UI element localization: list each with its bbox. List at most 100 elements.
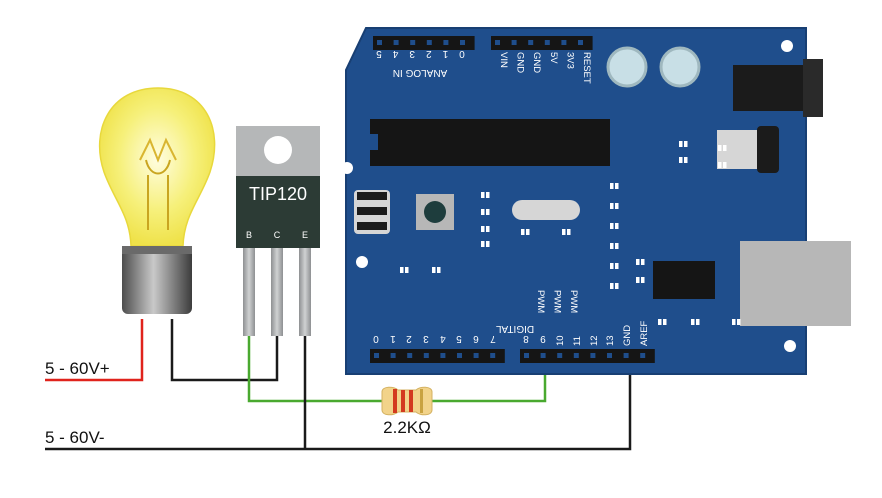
smd-component bbox=[562, 229, 566, 235]
digital-pin-label: 7 bbox=[490, 333, 496, 344]
transistor-leg-collector bbox=[271, 248, 283, 336]
smd-component bbox=[610, 183, 614, 189]
header-pin[interactable] bbox=[423, 353, 429, 358]
digital-pin-label: 11 bbox=[572, 336, 583, 346]
transistor-body bbox=[236, 176, 320, 248]
header-pin[interactable] bbox=[460, 40, 465, 45]
header-pin[interactable] bbox=[407, 353, 413, 358]
power-pin-label: GND bbox=[531, 52, 542, 73]
header-pin[interactable] bbox=[393, 40, 399, 45]
header-pin[interactable] bbox=[473, 353, 479, 358]
smd-component bbox=[684, 141, 688, 147]
resistor-band-2 bbox=[401, 390, 405, 412]
resistor-icon bbox=[381, 386, 433, 416]
digital-pin-label: 6 bbox=[473, 333, 479, 344]
smd-component bbox=[486, 192, 490, 198]
transistor-leg-base bbox=[243, 248, 255, 336]
header-pin[interactable] bbox=[490, 353, 496, 358]
smd-component bbox=[615, 203, 619, 209]
power-pin-label: VIN bbox=[498, 52, 509, 68]
header-pin[interactable] bbox=[426, 40, 432, 45]
header-pin[interactable] bbox=[561, 40, 567, 45]
digital-pin-label: AREF bbox=[639, 320, 650, 346]
digital-pin-label: 2 bbox=[406, 333, 412, 344]
resistor-band-4 bbox=[420, 389, 423, 413]
usb-connector[interactable] bbox=[740, 241, 851, 326]
pwm-label: PWM bbox=[568, 290, 579, 313]
header-pin[interactable] bbox=[623, 353, 629, 358]
pwm-label: PWM bbox=[552, 290, 563, 313]
transistor-pin-label: C bbox=[274, 230, 281, 240]
wire-base-to-resistor[interactable] bbox=[247, 336, 382, 403]
smd-component bbox=[405, 267, 409, 273]
power-pin-label: 3V3 bbox=[564, 52, 575, 69]
header-pin[interactable] bbox=[410, 40, 416, 45]
smd-component bbox=[641, 259, 645, 265]
analog-header bbox=[373, 36, 475, 50]
capacitor-1 bbox=[606, 46, 648, 88]
wire-bulb-to-collector[interactable] bbox=[170, 319, 279, 382]
header-pin[interactable] bbox=[640, 353, 646, 358]
transistor-mounting-hole bbox=[264, 136, 292, 164]
smd-component bbox=[615, 183, 619, 189]
digital-pin-label: GND bbox=[622, 325, 633, 346]
wire-negative[interactable] bbox=[45, 356, 632, 451]
header-pin[interactable] bbox=[590, 353, 596, 358]
transistor-icon bbox=[236, 126, 320, 336]
header-pin[interactable] bbox=[573, 353, 579, 358]
analog-pin-label: 3 bbox=[409, 48, 415, 59]
header-pin[interactable] bbox=[540, 353, 546, 358]
header-pin[interactable] bbox=[557, 353, 563, 358]
crystal-oscillator bbox=[512, 200, 580, 220]
smd-component bbox=[486, 226, 490, 232]
resistor-label: 2.2KΩ bbox=[383, 418, 431, 437]
smd-component bbox=[732, 319, 736, 325]
header-pin[interactable] bbox=[377, 40, 382, 45]
smd-component bbox=[610, 223, 614, 229]
transistor-pin-label: E bbox=[302, 230, 308, 240]
analog-pin-label: 2 bbox=[426, 48, 432, 59]
pwm-label: PWM bbox=[535, 290, 546, 313]
digital-pin-label: 13 bbox=[605, 335, 616, 346]
header-pin[interactable] bbox=[511, 40, 517, 45]
digital-header-high bbox=[520, 349, 655, 363]
smd-component bbox=[481, 192, 485, 198]
header-pin[interactable] bbox=[544, 40, 550, 45]
smd-component bbox=[679, 157, 683, 163]
digital-pin-label: 0 bbox=[373, 333, 379, 344]
header-pin[interactable] bbox=[440, 353, 446, 358]
smd-component bbox=[615, 263, 619, 269]
header-pin[interactable] bbox=[390, 353, 396, 358]
smd-component bbox=[615, 223, 619, 229]
smd-component bbox=[481, 226, 485, 232]
header-pin[interactable] bbox=[443, 40, 449, 45]
header-pin[interactable] bbox=[607, 353, 612, 358]
smd-component bbox=[691, 319, 695, 325]
smd-component bbox=[526, 229, 530, 235]
microcontroller-chip bbox=[370, 119, 610, 166]
smd-component bbox=[723, 145, 727, 151]
header-pin[interactable] bbox=[457, 353, 462, 358]
digital-pin-label: 4 bbox=[440, 333, 446, 344]
digital-pin-label: 12 bbox=[589, 335, 600, 346]
smd-component bbox=[486, 241, 490, 247]
digital-header-title: DIGITAL bbox=[495, 323, 534, 334]
header-pin[interactable] bbox=[524, 353, 529, 358]
smd-component bbox=[718, 162, 722, 168]
smd-component bbox=[636, 277, 640, 283]
smd-component bbox=[610, 263, 614, 269]
header-pin[interactable] bbox=[528, 40, 534, 45]
smd-component bbox=[437, 267, 441, 273]
smd-component bbox=[641, 277, 645, 283]
smd-component bbox=[658, 319, 662, 325]
transistor-label: TIP120 bbox=[249, 184, 307, 204]
smd-component bbox=[723, 162, 727, 168]
digital-pin-label: 9 bbox=[540, 333, 546, 344]
smd-component bbox=[737, 319, 741, 325]
label-supply-negative: 5 - 60V- bbox=[45, 428, 105, 447]
wire-positive[interactable] bbox=[45, 319, 144, 382]
header-pin[interactable] bbox=[578, 40, 583, 45]
header-pin[interactable] bbox=[374, 353, 379, 358]
header-pin[interactable] bbox=[495, 40, 500, 45]
smd-component bbox=[615, 283, 619, 289]
